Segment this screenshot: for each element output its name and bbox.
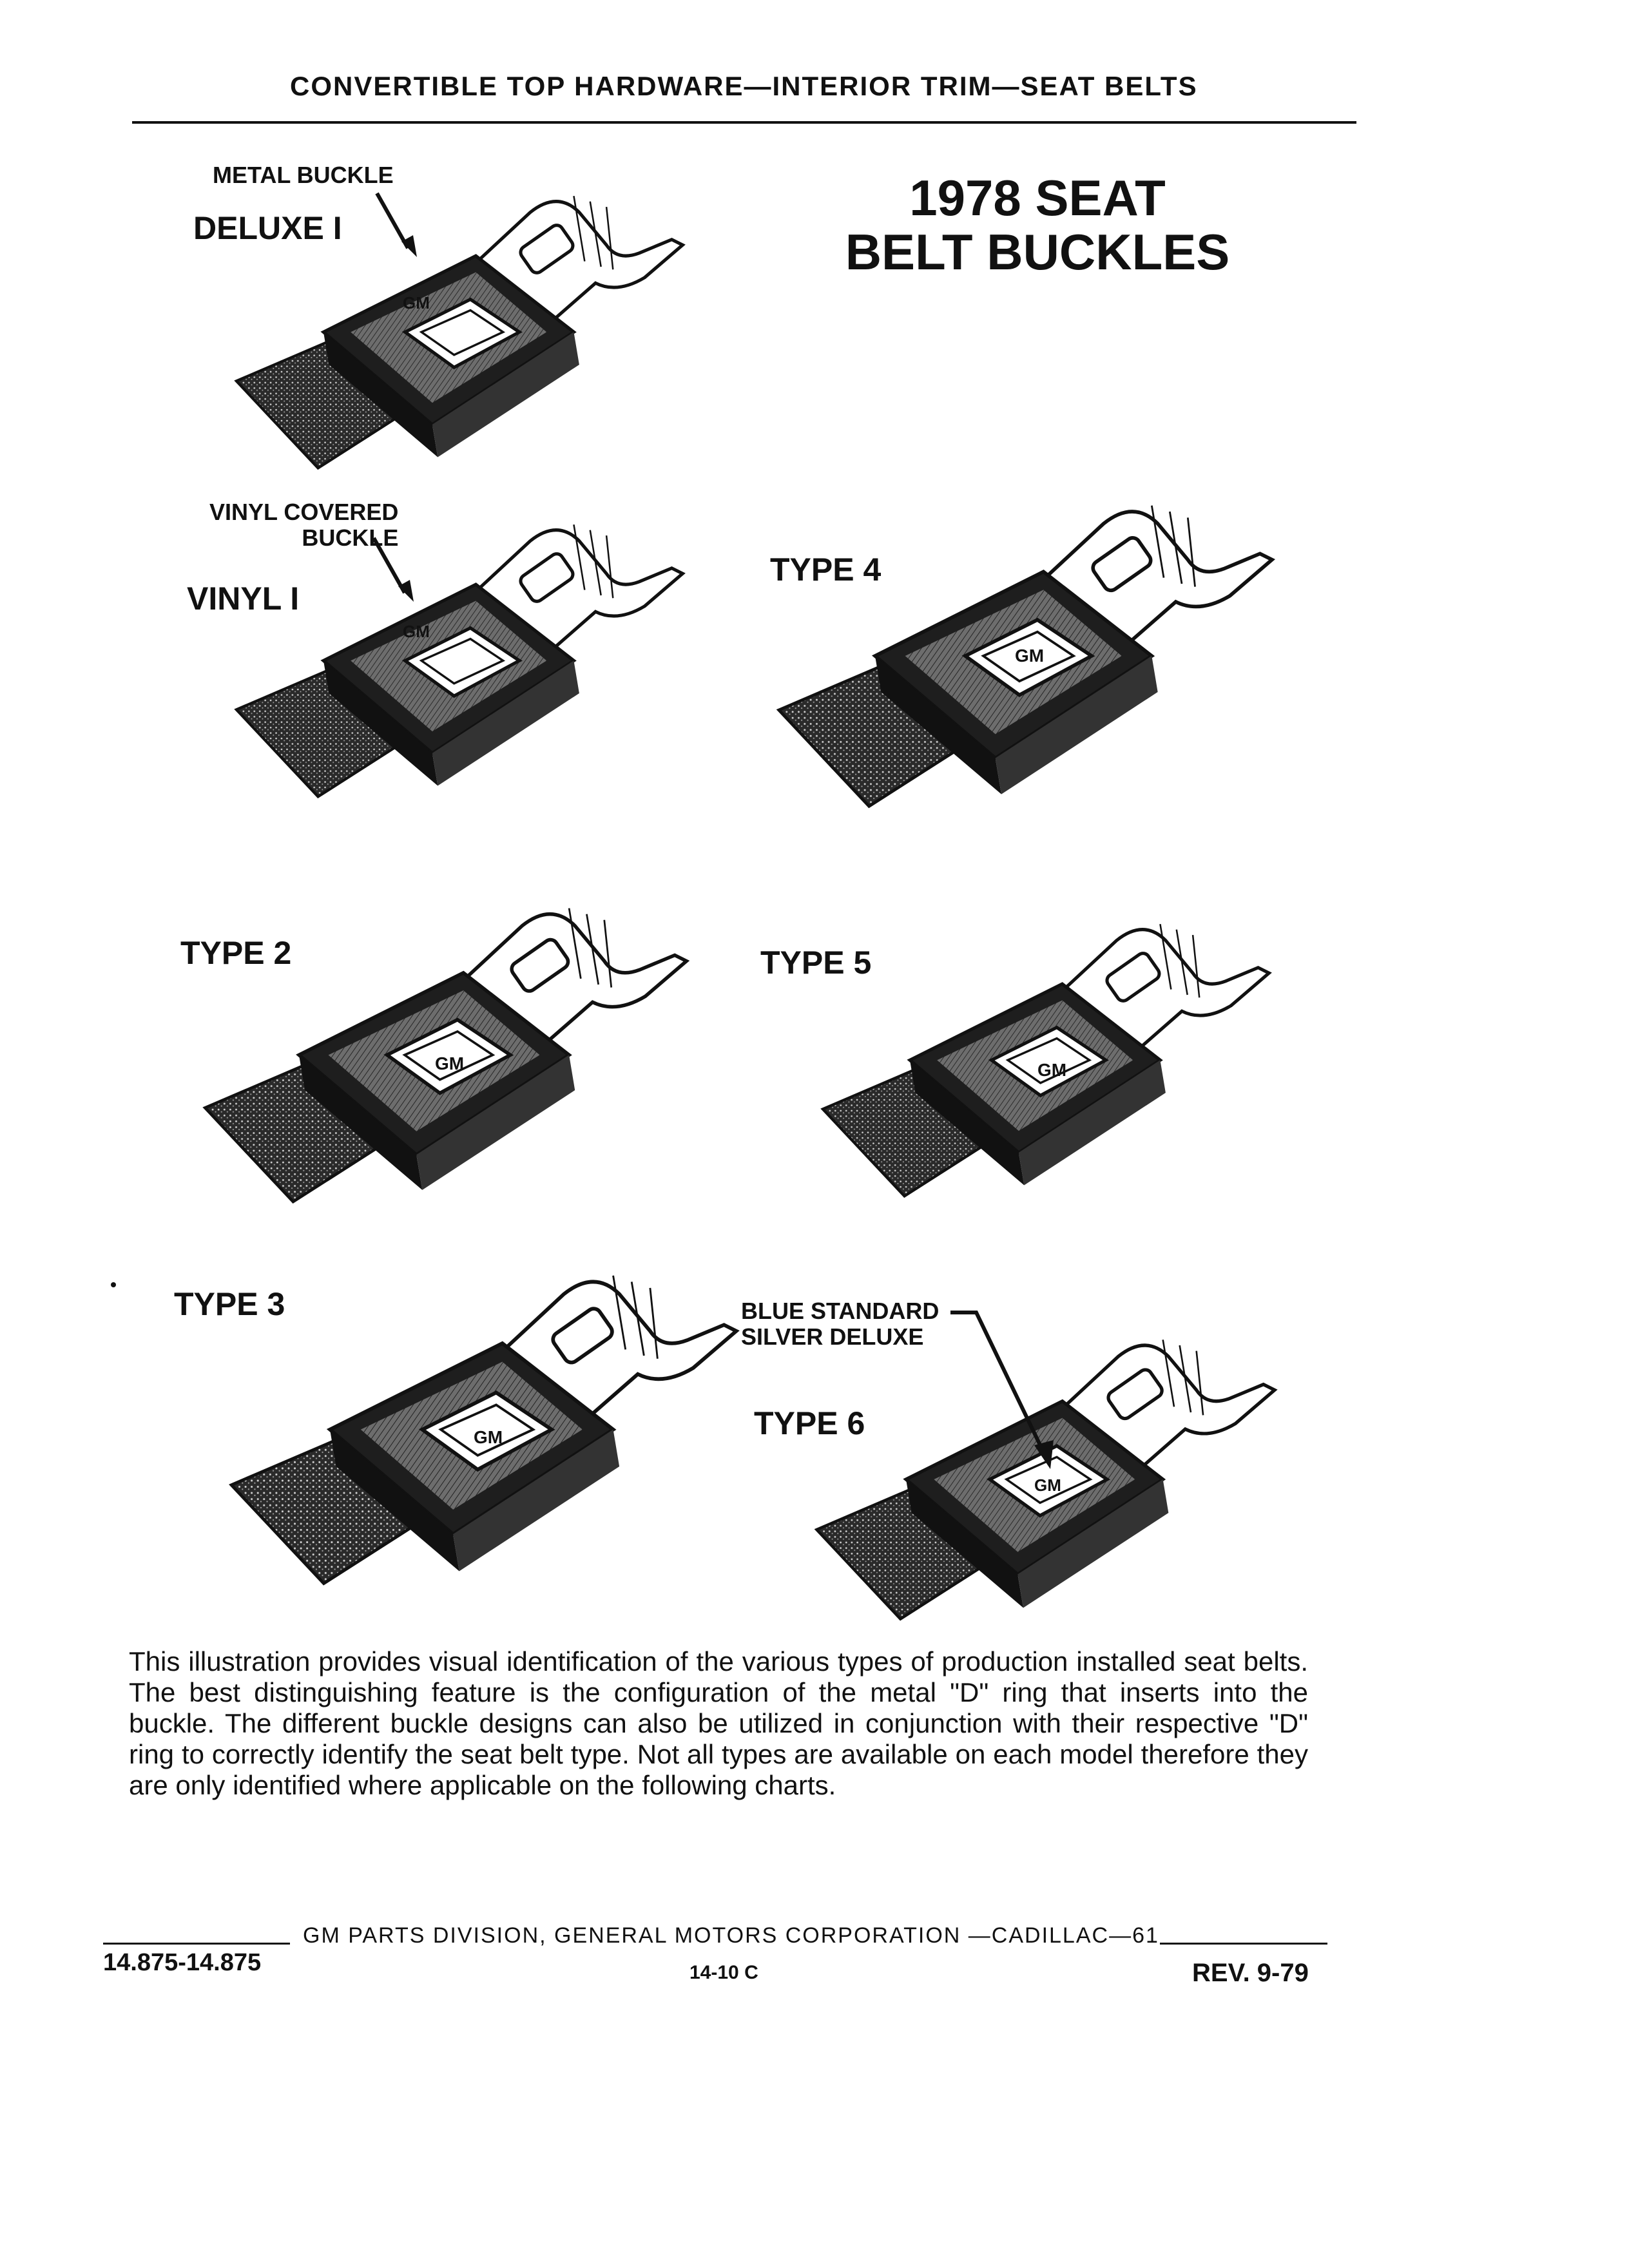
footer-center: GM PARTS DIVISION, GENERAL MOTORS CORPOR…	[303, 1923, 1159, 1948]
buckle-vinyl1-emblem: GM	[403, 622, 430, 641]
buckle-deluxe1-emblem: GM	[403, 293, 430, 312]
buckle-type5-illustration	[812, 831, 1302, 1256]
buckle-type5: GM	[812, 831, 1302, 1256]
buckle-vinyl1: GM	[187, 477, 715, 812]
footer-revision: REV. 9-79	[1192, 1959, 1309, 1987]
footer-left-code: 14.875-14.875	[103, 1949, 262, 1976]
callout-vinyl-covered-buckle: VINYL COVERED BUCKLE	[209, 499, 398, 551]
buckle-type2-illustration	[193, 831, 722, 1244]
buckle-type5-emblem: GM	[1037, 1060, 1067, 1080]
buckle-type4-illustration	[767, 445, 1308, 831]
buckle-type3-illustration	[219, 1186, 773, 1637]
footer-page: 14-10 C	[689, 1962, 758, 1983]
buckle-type4-emblem: GM	[1015, 646, 1045, 666]
label-type3: TYPE 3	[174, 1286, 285, 1322]
callout-metal-buckle: METAL BUCKLE	[213, 162, 394, 188]
callout-vinyl-line-2: BUCKLE	[302, 524, 399, 551]
buckle-deluxe1: GM	[187, 148, 715, 483]
buckle-type2: GM	[193, 831, 722, 1244]
label-vinyl1: VINYL I	[187, 581, 300, 617]
buckle-type6-emblem: GM	[1034, 1475, 1061, 1495]
label-type4: TYPE 4	[770, 552, 882, 588]
bullet-dot	[111, 1282, 116, 1287]
label-type5: TYPE 5	[760, 945, 872, 981]
buckle-type4: GM	[767, 445, 1308, 831]
header-rule	[132, 121, 1356, 124]
label-type2: TYPE 2	[180, 935, 292, 971]
page-title-line-2: BELT BUCKLES	[845, 224, 1230, 280]
callout-arrow-vinyl-buckle	[372, 537, 414, 602]
label-type6: TYPE 6	[754, 1405, 865, 1441]
buckle-deluxe1-illustration	[226, 148, 715, 483]
callout-arrow-type6	[950, 1311, 1054, 1469]
footer-rule-right	[1160, 1943, 1327, 1945]
page-title: 1978 SEAT BELT BUCKLES	[844, 171, 1231, 279]
callout-type6-line-2: SILVER DELUXE	[741, 1323, 924, 1350]
buckle-type6: GM	[799, 1295, 1315, 1630]
page-title-line-1: 1978 SEAT	[909, 169, 1166, 226]
label-deluxe1: DELUXE I	[193, 210, 342, 246]
buckle-type3-emblem: GM	[474, 1427, 503, 1447]
buckle-type2-emblem: GM	[435, 1053, 465, 1073]
footer-rule-left	[103, 1943, 290, 1945]
header-title: CONVERTIBLE TOP HARDWARE—INTERIOR TRIM—S…	[290, 71, 1198, 101]
callout-vinyl-line-1: VINYL COVERED	[209, 499, 399, 525]
callout-type6-line-1: BLUE STANDARD	[741, 1298, 940, 1324]
page-header: CONVERTIBLE TOP HARDWARE—INTERIOR TRIM—S…	[132, 59, 1356, 130]
buckle-type3: GM	[219, 1186, 773, 1637]
callout-arrow-metal-buckle	[375, 192, 417, 257]
description-paragraph: This illustration provides visual identi…	[129, 1646, 1308, 1800]
callout-type6-finish: BLUE STANDARD SILVER DELUXE	[741, 1298, 939, 1350]
